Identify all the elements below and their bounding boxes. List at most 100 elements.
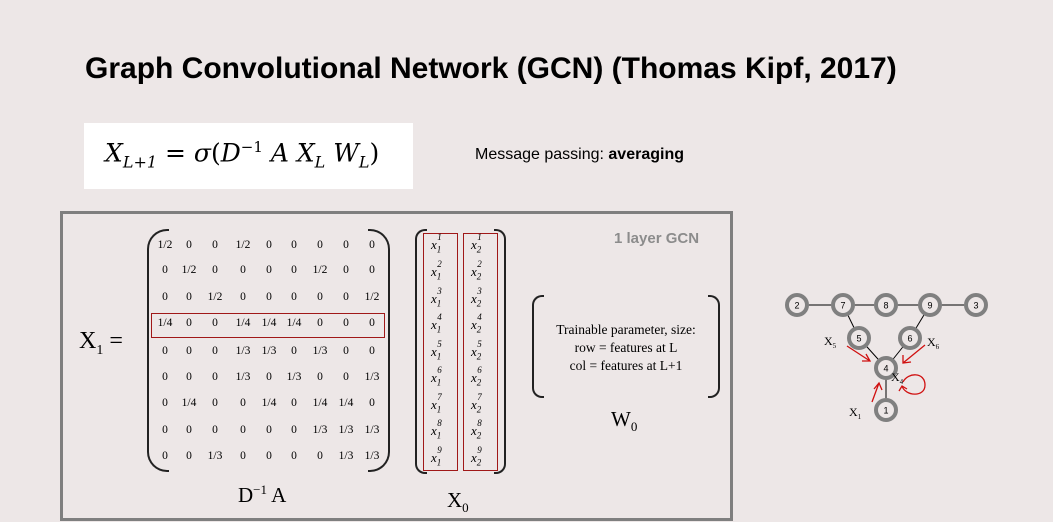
matrix-cell: 0 [266,371,272,383]
lhs-eq: = [109,328,123,354]
matrix-cell: 0 [291,264,297,276]
matrix-cell: 0 [369,264,375,276]
feature-entry: x26 [471,365,482,388]
features-label: X0 [447,488,469,516]
weights-left-paren [532,295,544,398]
matrix-cell: 0 [240,264,246,276]
matrix-cell: 0 [291,397,297,409]
features-label-sub: 0 [462,500,469,516]
weights-right-paren [708,295,720,398]
feature-entry: x12 [431,259,442,282]
node-label: 1 [883,406,888,416]
matrix-cell: 0 [212,239,218,251]
graph-node: 5 [847,326,871,350]
matrix-cell: 0 [317,291,323,303]
arrow-from-5 [846,345,872,362]
matrix-cell: 0 [162,450,168,462]
feature-entry: x19 [431,445,442,468]
matrix-cell: 1/2 [181,264,197,276]
message-passing-value: averaging [608,146,684,163]
feature-column-1-box [423,233,458,471]
matrix-cell: 1/4 [235,317,251,329]
lhs-sub: 1 [96,342,104,358]
matrix-cell: 0 [186,345,192,357]
matrix-cell: 0 [343,345,349,357]
features-label-base: X [447,488,463,512]
matrix-cell: 0 [369,317,375,329]
matrix-cell: 0 [369,239,375,251]
matrix-cell: 0 [212,345,218,357]
matrix-cell: 0 [343,317,349,329]
matrix-cell: 1/4 [261,397,277,409]
label-x6: X6 [927,335,940,351]
lhs-base: X [79,328,97,354]
matrix-cell: 0 [212,397,218,409]
matrix-cell: 0 [291,424,297,436]
matrix-cell: 0 [291,239,297,251]
matrix-cell: 1/4 [312,397,328,409]
node-label: 5 [856,334,861,344]
feature-entry: x13 [431,286,442,309]
feature-entry: x28 [471,418,482,441]
matrix-label-sup: −1 [253,482,268,497]
matrix-cell: 1/4 [261,317,277,329]
graph-node: 4 [874,356,898,380]
matrix-cell: 1/3 [207,450,223,462]
feature-entry: x22 [471,259,482,282]
matrix-cell: 1/2 [157,239,173,251]
matrix-cell: 1/2 [235,239,251,251]
graph-node: 8 [874,293,898,317]
matrix-cell: 0 [266,424,272,436]
matrix-cell: 1/2 [312,264,328,276]
gcn-panel [60,211,733,521]
matrix-cell: 0 [162,424,168,436]
matrix-cell: 0 [162,264,168,276]
matrix-cell: 0 [317,317,323,329]
matrix-cell: 0 [266,239,272,251]
matrix-cell: 0 [186,371,192,383]
arrow-from-6 [902,344,926,364]
matrix-cell: 0 [317,450,323,462]
node-label: 2 [794,301,799,311]
feature-entry: x21 [471,232,482,255]
node-label: 9 [927,301,932,311]
weights-label-base: W [611,407,631,431]
matrix-cell: 0 [186,424,192,436]
matrix-cell: 1/3 [235,371,251,383]
matrix-cell: 0 [162,397,168,409]
matrix-cell: 1/3 [261,345,277,357]
matrix-cell: 0 [343,371,349,383]
weights-label: W0 [611,407,637,435]
matrix-cell: 0 [212,371,218,383]
feature-entry: x17 [431,392,442,415]
weights-label-sub: 0 [630,419,638,435]
matrix-label-base: D [238,483,254,507]
feature-entry: x18 [431,418,442,441]
matrix-cell: 1/4 [181,397,197,409]
matrix-cell: 1/3 [338,450,354,462]
gcn-formula: XL+1 = σ(D−1 A XL WL) [105,138,380,172]
matrix-cell: 0 [162,345,168,357]
matrix-cell: 1/3 [235,345,251,357]
feature-entry: x24 [471,312,482,335]
matrix-cell: 1/4 [286,317,302,329]
message-arrows [846,344,926,403]
matrix-cell: 0 [343,264,349,276]
weights-line: col = features at L+1 [569,358,683,373]
matrix-cell: 0 [162,371,168,383]
label-x4: X4 [891,370,904,386]
feature-entry: x27 [471,392,482,415]
matrix-cell: 0 [212,317,218,329]
feature-entry: x16 [431,365,442,388]
matrix-cell: 0 [186,239,192,251]
matrix-cell: 0 [240,291,246,303]
matrix-cell: 0 [240,424,246,436]
matrix-label-rest: A [267,483,287,507]
matrix-cell: 1/3 [286,371,302,383]
feature-entry: x11 [431,232,442,255]
matrix-cell: 1/3 [364,371,380,383]
matrix-cell: 0 [343,291,349,303]
arrow-from-1 [871,381,883,403]
matrix-cell: 0 [291,291,297,303]
lhs-x1: X1 = [79,328,123,359]
